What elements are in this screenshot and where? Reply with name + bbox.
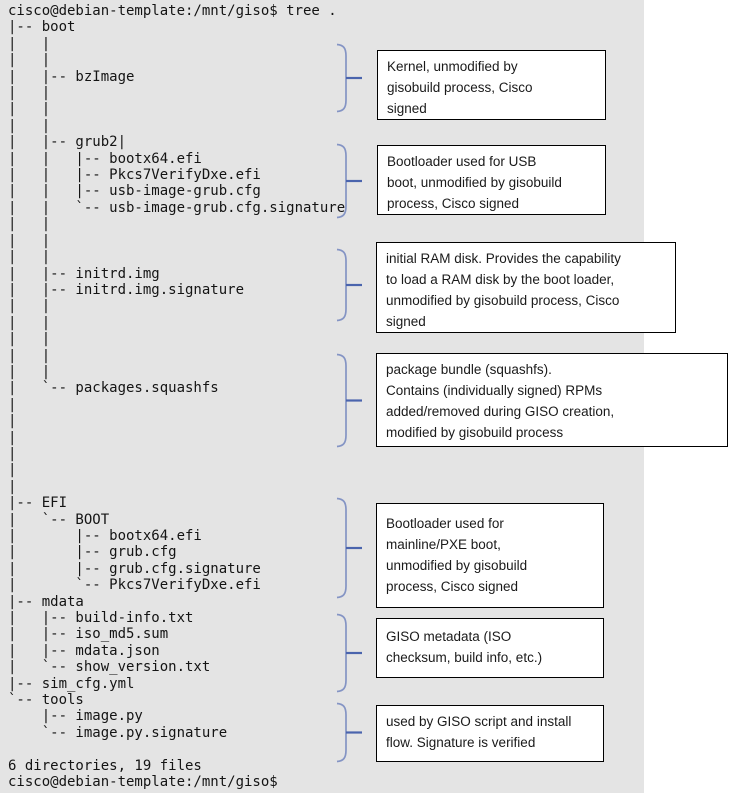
brace-tools: [336, 702, 362, 763]
callout-initrd: initial RAM disk. Provides the capabilit…: [376, 242, 676, 333]
callout-kernel: Kernel, unmodified by gisobuild process,…: [377, 50, 606, 120]
brace-kernel: [336, 43, 362, 113]
callout-pxe-bootloader: Bootloader used for mainline/PXE boot, u…: [376, 503, 604, 608]
callout-mdata: GISO metadata (ISO checksum, build info,…: [376, 618, 604, 678]
callout-usb-bootloader: Bootloader used for USB boot, unmodified…: [377, 145, 606, 215]
callout-tools: used by GISO script and install flow. Si…: [376, 705, 604, 762]
brace-pxe-bootloader: [336, 497, 362, 599]
callout-packages: package bundle (squashfs). Contains (ind…: [376, 353, 728, 447]
brace-initrd: [336, 248, 362, 322]
brace-packages: [336, 353, 362, 448]
terminal-text: cisco@debian-template:/mnt/giso$ tree . …: [8, 3, 346, 791]
brace-usb-bootloader: [336, 143, 362, 219]
brace-mdata: [336, 613, 362, 693]
